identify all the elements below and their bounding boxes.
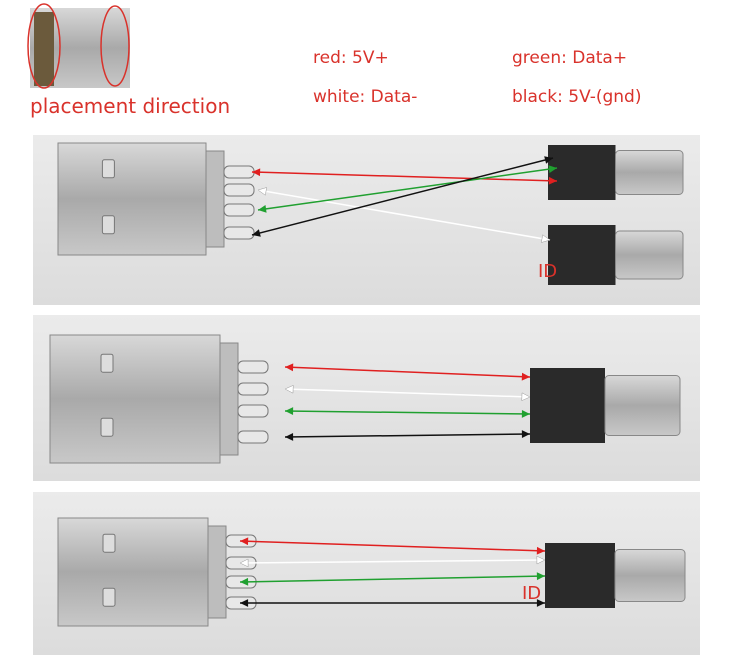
wire-black bbox=[240, 599, 545, 607]
micro-black-housing bbox=[548, 145, 616, 200]
arrowhead bbox=[258, 204, 267, 213]
usb-collar bbox=[219, 342, 239, 456]
micro-usb-connector bbox=[548, 145, 684, 200]
usb-a-plug bbox=[49, 334, 269, 464]
arrowhead bbox=[284, 384, 294, 394]
arrowhead bbox=[239, 558, 249, 568]
wire-black bbox=[251, 156, 554, 237]
wire-white bbox=[257, 187, 551, 243]
wire-line bbox=[251, 157, 554, 236]
wire-line bbox=[284, 388, 531, 398]
usb-hole bbox=[102, 587, 116, 607]
arrowhead bbox=[536, 572, 545, 581]
micro-metal-shell bbox=[604, 375, 681, 436]
arrowhead bbox=[257, 187, 267, 196]
micro-usb-connector bbox=[548, 225, 684, 285]
micro-metal-shell bbox=[614, 549, 686, 602]
micro-usb-connector bbox=[545, 543, 686, 608]
usb-pin bbox=[223, 226, 255, 240]
usb-collar bbox=[205, 150, 225, 248]
arrowhead bbox=[536, 599, 545, 607]
usb-pin bbox=[237, 404, 269, 418]
wire-line bbox=[284, 410, 531, 415]
usb-hole bbox=[102, 533, 116, 553]
arrowhead bbox=[548, 176, 557, 185]
arrowhead bbox=[541, 234, 551, 243]
usb-body bbox=[49, 334, 221, 464]
micro-black-housing bbox=[545, 543, 615, 608]
micro-black-housing bbox=[548, 225, 616, 285]
arrowhead bbox=[521, 372, 530, 381]
arrowhead bbox=[536, 555, 546, 565]
wire-line bbox=[251, 171, 558, 182]
wire-red bbox=[251, 168, 558, 185]
placement-direction-label: placement direction bbox=[30, 94, 231, 118]
micro-metal-shell bbox=[615, 230, 684, 280]
usb-pin bbox=[237, 430, 269, 444]
wire-green bbox=[284, 407, 531, 418]
legend-green: green: Data+ bbox=[512, 48, 628, 68]
micro-black-housing bbox=[530, 368, 605, 443]
wire-line bbox=[284, 366, 531, 378]
wire-line bbox=[284, 433, 531, 438]
arrowhead bbox=[252, 229, 261, 237]
wire-red bbox=[284, 363, 531, 381]
legend-black: black: 5V-(gnd) bbox=[512, 87, 642, 107]
id-label-1: ID bbox=[538, 261, 557, 282]
wire-line bbox=[239, 540, 546, 552]
usb-hole bbox=[100, 353, 114, 373]
arrowhead bbox=[548, 165, 557, 174]
arrowhead bbox=[240, 537, 249, 546]
wire-white bbox=[284, 384, 531, 402]
micro-metal-shell bbox=[615, 150, 684, 195]
legend-red: red: 5V+ bbox=[313, 48, 389, 68]
arrowhead bbox=[252, 168, 261, 177]
arrowhead bbox=[521, 430, 530, 439]
arrowhead bbox=[285, 407, 294, 416]
usb-a-plug bbox=[57, 142, 255, 256]
arrowhead bbox=[521, 392, 531, 402]
arrowhead bbox=[240, 599, 249, 607]
usb-thumbnail bbox=[27, 3, 130, 89]
wire-line bbox=[239, 559, 546, 564]
usb-body bbox=[57, 142, 207, 256]
arrowhead bbox=[240, 577, 249, 586]
arrowhead bbox=[285, 363, 294, 372]
legend-white: white: Data- bbox=[313, 87, 418, 107]
usb-a-plug bbox=[57, 517, 257, 627]
id-label-3: ID bbox=[522, 583, 541, 604]
usb-pin bbox=[237, 382, 269, 396]
usb-pin bbox=[223, 183, 255, 197]
arrowhead bbox=[536, 546, 545, 555]
arrowhead bbox=[285, 432, 294, 441]
wire-line bbox=[239, 575, 546, 583]
wire-line bbox=[257, 167, 558, 211]
arrowhead bbox=[521, 409, 530, 418]
usb-hole bbox=[101, 159, 115, 179]
wire-red bbox=[239, 537, 546, 555]
wire-green bbox=[257, 165, 558, 213]
wire-white bbox=[239, 555, 546, 568]
usb-hole bbox=[100, 417, 114, 437]
wire-line bbox=[257, 189, 551, 241]
wire-black bbox=[284, 430, 531, 441]
usb-pin bbox=[223, 203, 255, 217]
micro-usb-connector bbox=[530, 368, 681, 443]
usb-pin bbox=[223, 165, 255, 179]
usb-body bbox=[57, 517, 209, 627]
usb-pin bbox=[237, 360, 269, 374]
wire-green bbox=[239, 572, 546, 586]
usb-hole bbox=[101, 215, 115, 235]
usb-collar bbox=[207, 525, 227, 619]
arrowhead bbox=[544, 156, 553, 164]
